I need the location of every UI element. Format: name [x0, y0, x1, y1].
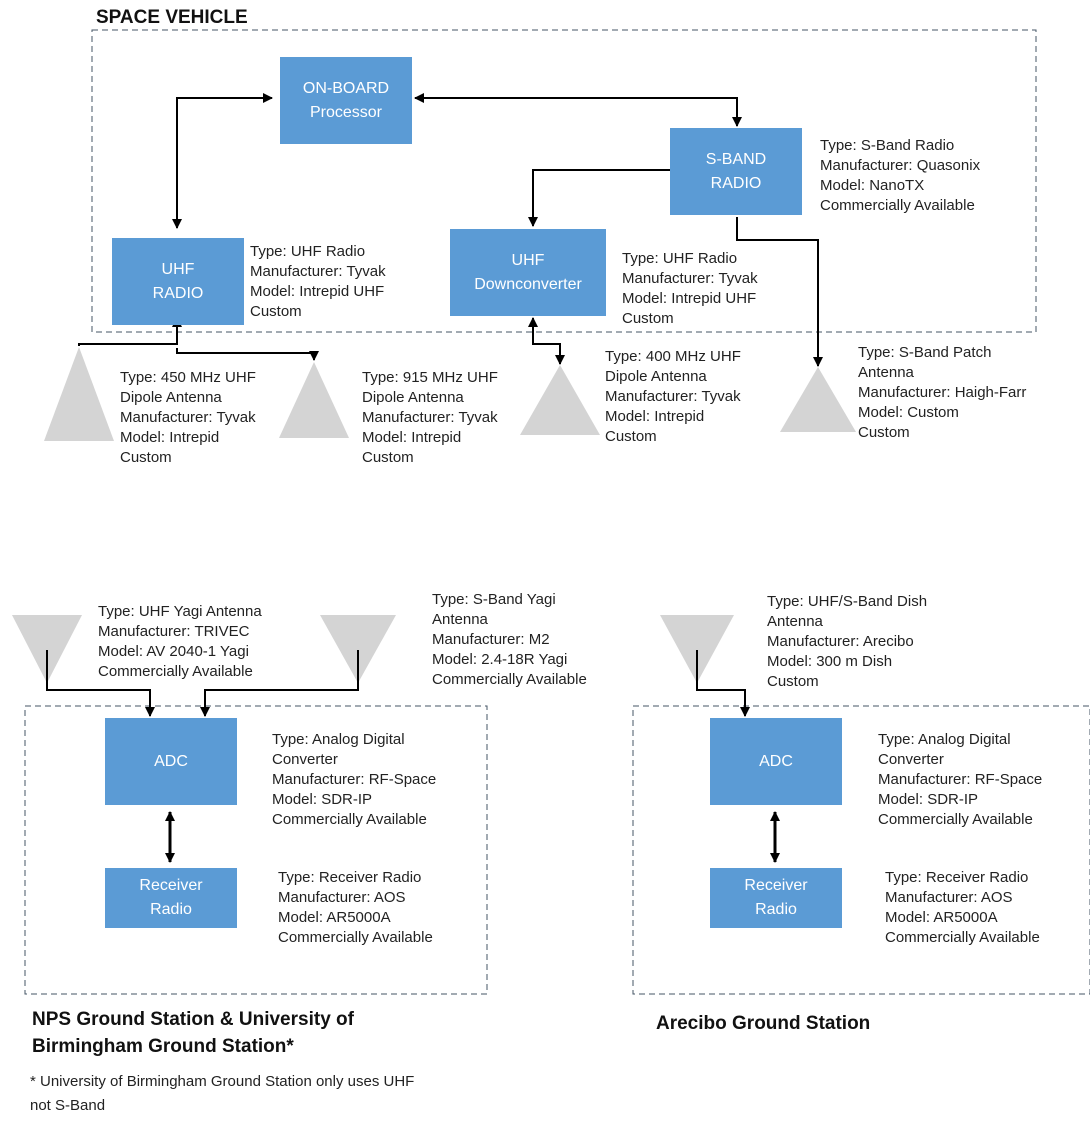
link-sband-radio-downconverter — [528, 169, 670, 227]
antenna-400mhz-icon — [520, 365, 600, 435]
link-uhf-radio-450-antenna — [78, 317, 182, 346]
link-dish-adc — [696, 650, 750, 717]
link-downconverter-400-antenna — [528, 317, 565, 365]
antenna-sband-yagi-icon — [320, 615, 396, 683]
space-vehicle-boundary — [91, 29, 1037, 333]
antenna-sband-patch-icon — [780, 367, 856, 432]
link-uhf-radio-915-antenna — [176, 348, 319, 361]
space-vehicle-title: SPACE VEHICLE — [96, 7, 248, 28]
link-processor-uhf-radio — [172, 93, 273, 229]
link-processor-sband-radio — [414, 93, 742, 127]
link-sband-yagi-adc — [200, 650, 359, 717]
antenna-915mhz-icon — [279, 362, 349, 438]
nps-ground-station-boundary — [24, 705, 488, 995]
link-uhf-yagi-adc — [46, 650, 155, 717]
arecibo-ground-station-title: Arecibo Ground Station — [656, 1013, 871, 1034]
nps-adc-block: ADC — [105, 718, 237, 805]
footnote: * University of Birmingham Ground Statio… — [30, 1073, 415, 1114]
nps-ground-station-title: NPS Ground Station & University of Birmi… — [32, 1009, 354, 1057]
arecibo-ground-station-boundary — [632, 705, 1090, 995]
arecibo-adc-block: ADC — [710, 718, 842, 805]
link-sband-radio-patch-antenna — [736, 217, 823, 367]
antenna-450mhz-icon — [44, 347, 114, 441]
antenna-dish-icon — [660, 615, 734, 683]
antenna-uhf-yagi-icon — [12, 615, 82, 683]
